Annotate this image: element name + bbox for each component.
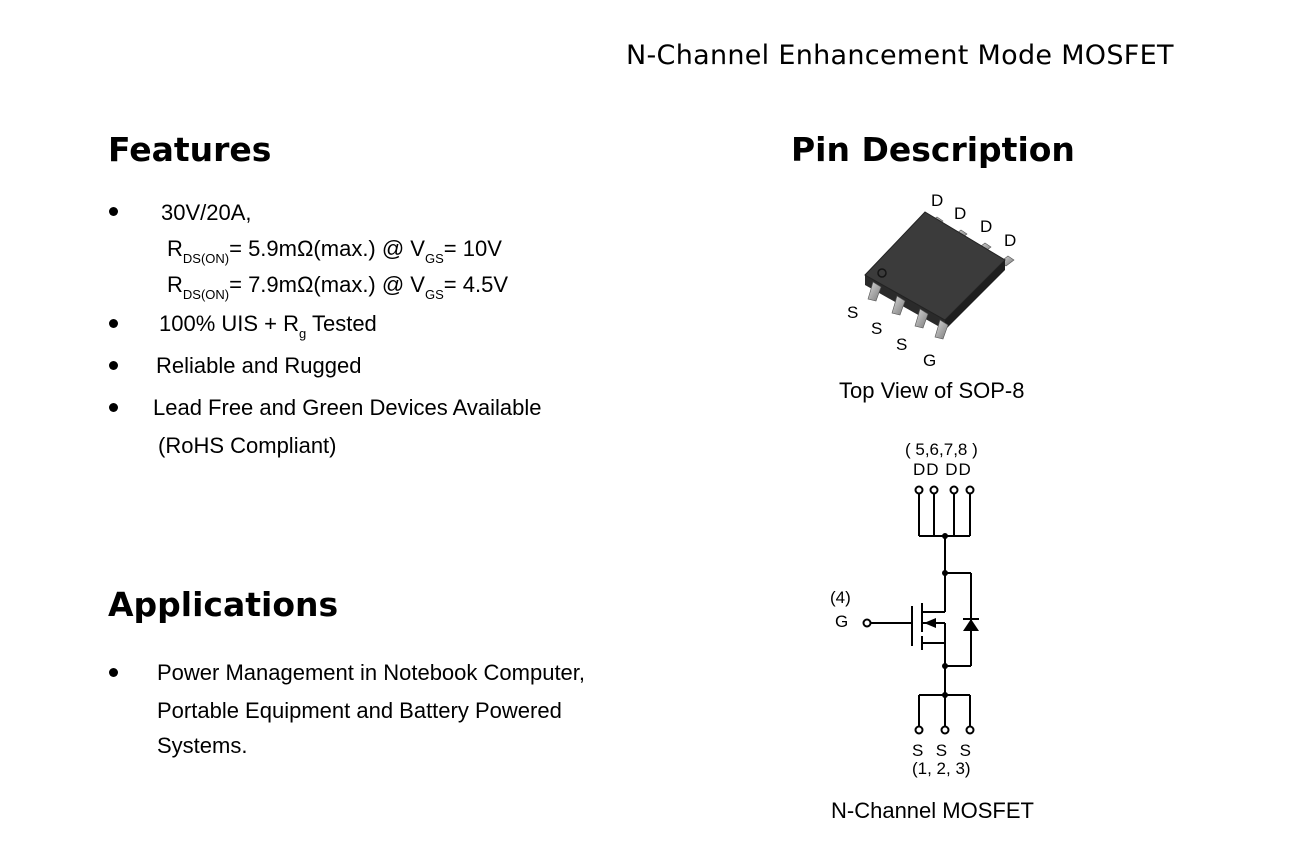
pin-label-s: S <box>896 335 908 354</box>
bullet-icon <box>109 319 118 328</box>
pin-label-d: D <box>1004 231 1017 250</box>
pin-label-s: S <box>871 319 883 338</box>
uis-text: 100% UIS + R <box>159 311 300 336</box>
bullet-icon <box>109 207 118 216</box>
feature-rds-line-1: RDS(ON)= 5.9mΩ(max.) @ VGS= 10V <box>167 236 502 266</box>
mosfet-schematic <box>862 485 979 735</box>
rds-symbol: R <box>167 236 183 261</box>
rds-subscript: DS(ON) <box>182 251 230 266</box>
rds-subscript: DS(ON) <box>182 287 230 302</box>
features-heading: Features <box>108 130 272 169</box>
pin-label-d: D <box>980 217 993 236</box>
source-pin-numbers: (1, 2, 3) <box>912 759 971 778</box>
gate-pin-number: (4) <box>830 588 851 607</box>
application-line-3: Systems. <box>157 733 248 758</box>
feature-rating: 30V/20A, <box>161 200 252 225</box>
vgs-subscript: GS <box>424 251 444 266</box>
vgs-value: = 4.5V <box>443 272 508 297</box>
package-caption: Top View of SOP-8 <box>839 378 1025 403</box>
vgs-subscript: GS <box>424 287 444 302</box>
pin-label-g: G <box>923 351 937 370</box>
drain-pin-numbers: ( 5,6,7,8 ) <box>905 440 978 459</box>
bullet-icon <box>109 668 118 677</box>
feature-rds-line-2: RDS(ON)= 7.9mΩ(max.) @ VGS= 4.5V <box>167 272 508 302</box>
document-title: N-Channel Enhancement Mode MOSFET <box>626 40 1174 71</box>
bullet-icon <box>109 361 118 370</box>
source-labels: S S S <box>912 741 972 760</box>
feature-reliable: Reliable and Rugged <box>156 353 362 378</box>
sop8-package-image <box>864 211 1015 340</box>
rg-subscript: g <box>299 326 307 341</box>
feature-lead-free: Lead Free and Green Devices Available <box>153 395 542 420</box>
feature-rohs: (RoHS Compliant) <box>158 433 337 458</box>
pin-label-d: D <box>954 204 967 223</box>
pin-description-heading: Pin Description <box>791 130 1075 169</box>
rds-symbol: R <box>167 272 183 297</box>
schematic-caption: N-Channel MOSFET <box>831 798 1034 823</box>
uis-tested: Tested <box>306 311 377 336</box>
bullet-icon <box>109 403 118 412</box>
rds-value: = 7.9mΩ(max.) @ V <box>229 272 425 297</box>
applications-heading: Applications <box>108 585 339 624</box>
application-line-1: Power Management in Notebook Computer, <box>157 660 586 685</box>
rds-value: = 5.9mΩ(max.) @ V <box>229 236 425 261</box>
application-line-2: Portable Equipment and Battery Powered <box>157 698 562 723</box>
drain-labels: DD DD <box>913 460 972 479</box>
pin-label-d: D <box>931 191 944 210</box>
gate-label: G <box>835 612 849 631</box>
feature-uis: 100% UIS + Rg Tested <box>159 311 377 341</box>
vgs-value: = 10V <box>443 236 502 261</box>
pin-label-s: S <box>847 303 859 322</box>
